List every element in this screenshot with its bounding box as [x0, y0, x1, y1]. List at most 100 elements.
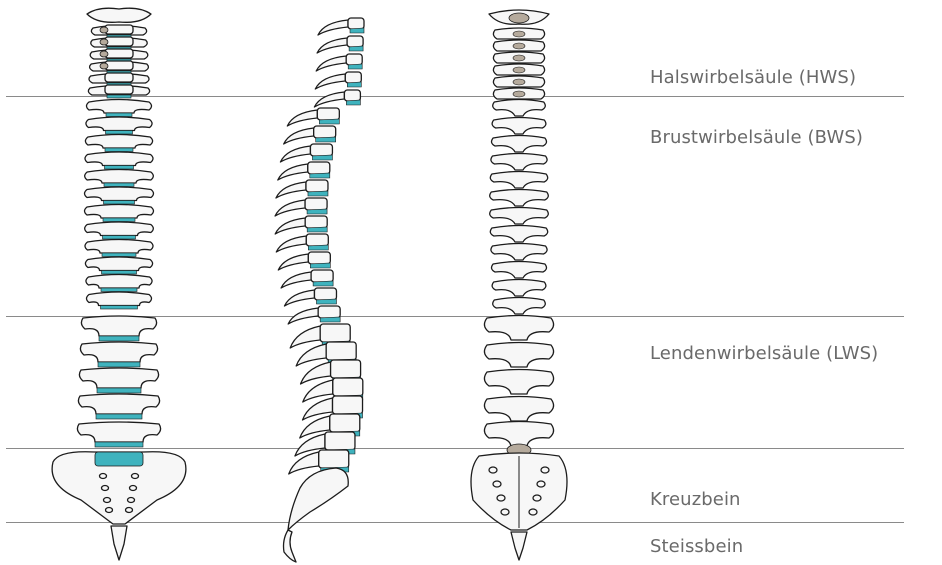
thoracic-lamina	[490, 172, 547, 189]
vertebral-body	[348, 18, 364, 29]
sacral-foramen	[541, 467, 549, 473]
intervertebral-disc	[320, 317, 340, 322]
intervertebral-disc	[105, 148, 133, 152]
lumbar-vertebra	[81, 316, 156, 336]
intervertebral-disc	[96, 414, 142, 419]
intervertebral-disc	[310, 173, 330, 178]
thoracic-lamina	[491, 244, 547, 261]
intervertebral-disc	[307, 227, 327, 232]
sacral-foramen	[497, 495, 505, 501]
vertebral-body	[314, 288, 336, 300]
intervertebral-disc	[312, 155, 332, 160]
cervical-body	[105, 61, 133, 70]
lumbar-lamina	[484, 397, 553, 422]
dens-mark	[509, 13, 529, 23]
sacral-foramen	[102, 486, 109, 491]
spinous-tip	[513, 91, 525, 97]
spinous-process	[278, 164, 308, 180]
lumbosacral-disc	[95, 452, 143, 466]
spinous-tip	[513, 67, 525, 73]
intervertebral-disc	[313, 281, 333, 286]
vertebral-body	[325, 432, 355, 450]
intervertebral-disc	[103, 236, 136, 240]
sacrum-side	[288, 468, 348, 530]
spinous-process	[275, 218, 305, 234]
vertebral-body	[345, 72, 361, 83]
intervertebral-disc	[310, 263, 330, 268]
thoracic-vertebra	[85, 240, 153, 254]
spinous-process	[314, 92, 344, 107]
foramen-mark	[100, 39, 108, 45]
vertebral-body	[308, 252, 330, 264]
front-view-spine	[52, 8, 186, 560]
thoracic-lamina	[490, 226, 547, 243]
intervertebral-disc	[348, 64, 362, 69]
intervertebral-disc	[316, 299, 336, 304]
intervertebral-disc	[101, 306, 138, 310]
lumbar-lamina	[484, 422, 553, 447]
intervertebral-disc	[105, 166, 134, 170]
intervertebral-disc	[347, 82, 361, 87]
vertebral-body	[317, 108, 339, 120]
lumbar-lamina	[484, 316, 553, 341]
foramen-mark	[100, 51, 108, 57]
vertebral-body	[326, 342, 356, 360]
vertebral-body	[310, 144, 332, 156]
cervical-body	[105, 73, 133, 82]
vertebral-body	[347, 36, 363, 47]
intervertebral-disc	[307, 209, 327, 214]
spinous-process	[315, 74, 345, 89]
vertebral-body	[305, 216, 327, 228]
sacral-foramen	[130, 486, 137, 491]
thoracic-vertebra	[87, 100, 152, 114]
thoracic-vertebra	[85, 170, 154, 184]
thoracic-vertebra	[85, 205, 154, 219]
vertebral-body	[306, 234, 328, 246]
spinous-process	[301, 362, 331, 384]
sacral-foramen	[501, 509, 509, 515]
spinous-process	[296, 344, 326, 366]
spinous-process	[288, 308, 318, 324]
spinous-process	[281, 272, 311, 288]
sacral-foramen	[489, 467, 497, 473]
sacral-foramen	[537, 481, 545, 487]
thoracic-vertebra	[85, 152, 153, 166]
thoracic-vertebra	[85, 135, 152, 149]
spinous-tip	[513, 55, 525, 61]
intervertebral-disc	[104, 183, 134, 187]
intervertebral-disc	[107, 95, 131, 98]
thoracic-vertebra	[85, 187, 154, 201]
intervertebral-disc	[99, 336, 139, 341]
sacral-foramen	[529, 509, 537, 515]
intervertebral-disc	[98, 362, 140, 367]
thoracic-lamina	[492, 262, 547, 279]
thoracic-lamina	[492, 280, 546, 297]
thoracic-lamina	[492, 136, 547, 153]
thoracic-vertebra	[85, 222, 154, 236]
vertebral-body	[319, 450, 349, 468]
lumbar-lamina	[484, 343, 553, 368]
intervertebral-disc	[102, 271, 137, 275]
cervical-body	[105, 49, 133, 58]
vertebral-body	[346, 54, 362, 65]
vertebral-body	[331, 360, 361, 378]
cervical-body	[105, 85, 133, 94]
thoracic-lamina	[493, 298, 546, 315]
back-view-spine	[471, 10, 567, 560]
cervical-body	[105, 25, 133, 34]
vertebral-body	[333, 378, 363, 396]
foramen-mark	[100, 63, 108, 69]
sacral-foramen	[100, 474, 107, 479]
atlas-vertebra	[87, 8, 151, 22]
vertebral-body	[306, 180, 328, 192]
vertebral-body	[305, 198, 327, 210]
coccyx	[111, 526, 127, 560]
lumbar-vertebra	[80, 342, 157, 362]
intervertebral-disc	[101, 288, 137, 292]
intervertebral-disc	[97, 388, 141, 393]
sacral-foramen	[106, 508, 113, 513]
lumbar-lamina	[484, 370, 553, 395]
vertebral-body	[314, 126, 336, 138]
coccyx-side	[284, 530, 297, 562]
spinous-process	[287, 110, 317, 126]
